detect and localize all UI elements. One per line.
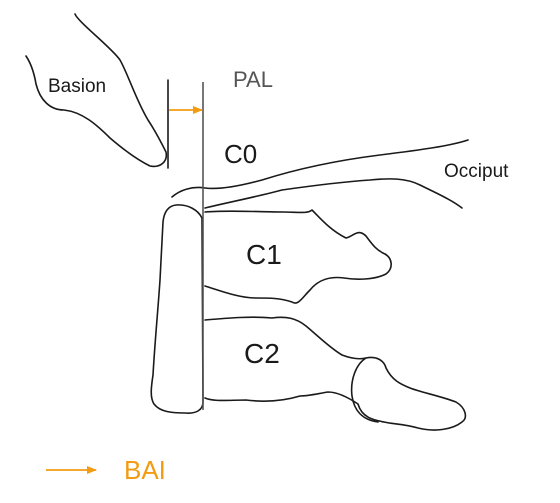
c2-facet-outline — [350, 357, 379, 423]
c0-label: C0 — [224, 139, 257, 169]
c2-outline — [204, 316, 467, 431]
occiput-label: Occiput — [444, 161, 509, 182]
dens-outline — [150, 204, 204, 414]
pal-label: PAL — [233, 67, 273, 92]
legend-bai-label: BAI — [124, 455, 166, 485]
occiput-upper-contour — [171, 139, 469, 198]
occiput-lower-contour — [204, 178, 463, 209]
legend: BAI — [46, 455, 166, 485]
c2-label: C2 — [244, 338, 280, 369]
c1-outline — [204, 209, 392, 304]
basion-outline — [25, 13, 168, 168]
c1-label: C1 — [246, 239, 282, 270]
basion-label: Basion — [48, 76, 106, 97]
